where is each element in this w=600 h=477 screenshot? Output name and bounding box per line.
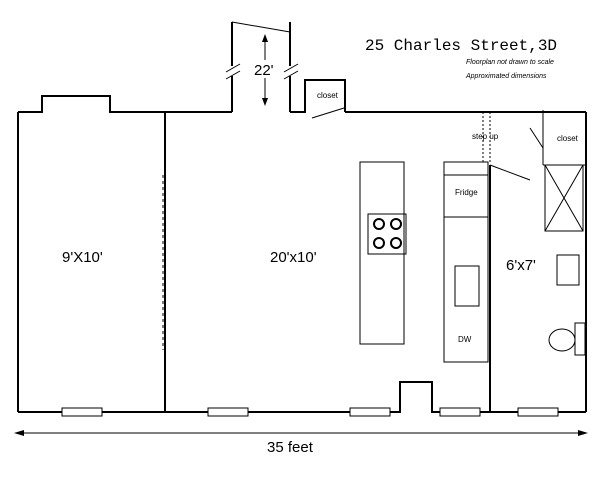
window-4 — [439, 407, 481, 417]
stovetop — [367, 213, 407, 255]
burner-icon — [390, 218, 402, 230]
small-room-label: 6'x7' — [506, 257, 536, 274]
floorplan-title: 25 Charles Street,3D — [365, 37, 557, 55]
entry-hallway: 22' — [225, 21, 299, 112]
window-5 — [517, 407, 559, 417]
fridge-label: Fridge — [455, 188, 478, 197]
main-room-label: 20'x10' — [270, 249, 317, 266]
closet-right-label: closet — [557, 134, 579, 143]
vanity — [556, 254, 580, 286]
dishwasher-label: DW — [458, 335, 472, 344]
small-room: closet step up — [472, 110, 586, 412]
kitchen-counter: Fridge DW — [443, 161, 489, 363]
kitchen-island — [359, 161, 407, 345]
left-room-label: 9'X10' — [62, 249, 103, 266]
closet-top: closet — [290, 79, 346, 119]
partition-left — [162, 112, 166, 412]
scale-note: Floorplan not drawn to scale — [466, 59, 554, 66]
window-3 — [349, 407, 391, 417]
toilet — [548, 328, 576, 352]
window-2 — [207, 407, 249, 417]
burner-icon — [373, 218, 385, 230]
burner-icon — [390, 237, 402, 249]
step-up-label: step up — [472, 132, 499, 141]
burner-icon — [373, 237, 385, 249]
hall-length-label: 22' — [254, 62, 274, 79]
overall-dimension: 35 feet — [14, 430, 588, 456]
sink — [454, 265, 480, 307]
windows — [61, 407, 559, 417]
closet-top-label: closet — [317, 91, 339, 100]
dimensions-note: Approximated dimensions — [465, 73, 547, 80]
window-1 — [61, 407, 103, 417]
overall-width-label: 35 feet — [267, 439, 314, 456]
shower — [544, 164, 584, 232]
fridge — [443, 174, 489, 218]
